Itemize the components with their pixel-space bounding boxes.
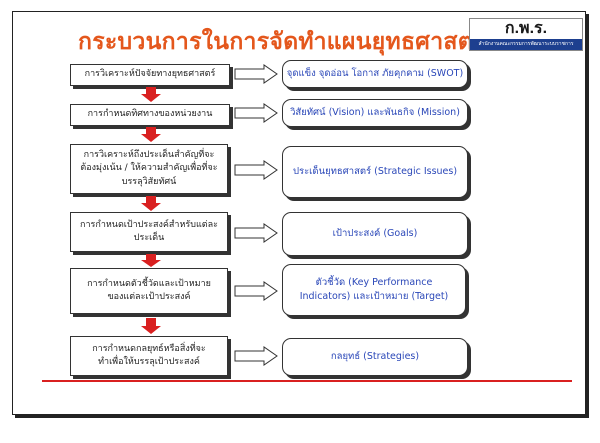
output-2-box: วิสัยทัศน์ (Vision) และพันธกิจ (Mission)	[282, 99, 468, 127]
right-arrow-icon	[234, 346, 278, 366]
step-3-label: การวิเคราะห์ถึงประเด็นสำคัญที่จะต้องมุ่ง…	[80, 150, 218, 187]
step-1-box: การวิเคราะห์ปัจจัยทางยุทธศาสตร์	[70, 64, 230, 86]
step-6-label: การกำหนดกลยุทธ์หรือสิ่งที่จะทำเพื่อให้บร…	[92, 343, 206, 367]
right-arrow-icon	[234, 103, 278, 123]
step-3-box: การวิเคราะห์ถึงประเด็นสำคัญที่จะต้องมุ่ง…	[70, 144, 228, 194]
step-5-label: การกำหนดตัวชี้วัดและเป้าหมายของแต่ละเป้า…	[87, 278, 211, 302]
output-2-label: วิสัยทัศน์ (Vision) และพันธกิจ (Mission)	[290, 107, 460, 119]
right-arrow-icon	[234, 64, 278, 84]
down-arrow-icon	[141, 254, 161, 267]
bottom-divider	[42, 380, 572, 382]
step-4-box: การกำหนดเป้าประสงค์สำหรับแต่ละประเด็น	[70, 212, 228, 252]
output-3-label: ประเด็นยุทธศาสตร์ (Strategic Issues)	[292, 166, 458, 178]
step-4-label: การกำหนดเป้าประสงค์สำหรับแต่ละประเด็น	[80, 219, 218, 243]
output-1-box: จุดแข็ง จุดอ่อน โอกาส ภัยคุกคาม (SWOT)	[282, 60, 468, 88]
output-6-box: กลยุทธ์ (Strategies)	[282, 338, 468, 376]
step-2-label: การกำหนดทิศทางของหน่วยงาน	[87, 109, 213, 120]
step-6-box: การกำหนดกลยุทธ์หรือสิ่งที่จะทำเพื่อให้บร…	[70, 336, 228, 376]
right-arrow-icon	[234, 223, 278, 243]
right-arrow-icon	[234, 281, 278, 301]
output-4-box: เป้าประสงค์ (Goals)	[282, 212, 468, 256]
down-arrow-icon	[141, 318, 161, 334]
output-5-box: ตัวชี้วัด (Key Performance Indicators) แ…	[282, 264, 466, 316]
step-2-box: การกำหนดทิศทางของหน่วยงาน	[70, 104, 230, 126]
output-4-label: เป้าประสงค์ (Goals)	[332, 228, 418, 240]
logo-name: ก.พ.ร.	[504, 20, 548, 37]
opdc-logo: ก.พ.ร. สำนักงานคณะกรรมการพัฒนาระบบราชการ	[469, 18, 583, 51]
output-3-box: ประเด็นยุทธศาสตร์ (Strategic Issues)	[282, 146, 468, 198]
down-arrow-icon	[141, 127, 161, 142]
step-1-label: การวิเคราะห์ปัจจัยทางยุทธศาสตร์	[84, 69, 216, 80]
output-1-label: จุดแข็ง จุดอ่อน โอกาส ภัยคุกคาม (SWOT)	[286, 68, 464, 80]
slide-title: กระบวนการในการจัดทำแผนยุทธศาสตร์	[78, 28, 486, 55]
output-5-label: ตัวชี้วัด (Key Performance Indicators) แ…	[299, 277, 449, 302]
logo-subtitle: สำนักงานคณะกรรมการพัฒนาระบบราชการ	[470, 39, 582, 50]
output-6-label: กลยุทธ์ (Strategies)	[330, 351, 420, 363]
down-arrow-icon	[141, 87, 161, 102]
down-arrow-icon	[141, 196, 161, 211]
right-arrow-icon	[234, 160, 278, 180]
step-5-box: การกำหนดตัวชี้วัดและเป้าหมายของแต่ละเป้า…	[70, 268, 228, 314]
